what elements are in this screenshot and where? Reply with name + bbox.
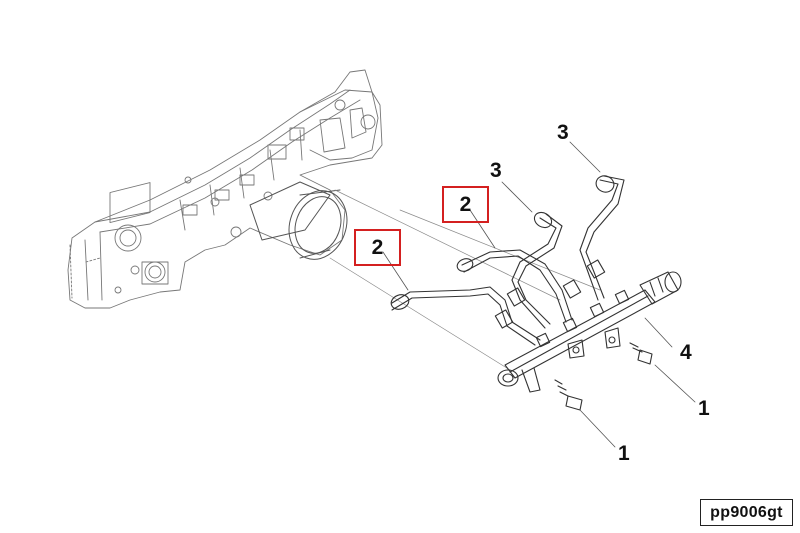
engine-block <box>67 69 383 309</box>
callout-fuel-line-left-text: 2 <box>371 235 384 259</box>
mounting-screws <box>554 342 653 411</box>
callout-fuel-line-right-text: 2 <box>459 192 472 216</box>
callout-screw-bottom: 1 <box>618 442 630 465</box>
alignment-lines <box>329 189 601 371</box>
callout-fuel-line-top-right: 3 <box>557 121 569 144</box>
callout-fuel-line-right: 2 <box>442 186 489 223</box>
callout-fuel-rail: 4 <box>680 341 692 364</box>
figure-id-label: pp9006gt <box>700 499 793 526</box>
callout-leaders <box>382 141 696 448</box>
callout-fuel-line-top-left: 3 <box>490 159 502 182</box>
drive-housing <box>249 181 348 260</box>
fuel-lines <box>390 175 625 346</box>
figure-id-text: pp9006gt <box>710 503 783 521</box>
fuel-rail <box>497 271 682 393</box>
callout-screw-right: 1 <box>698 397 710 420</box>
callout-fuel-line-left: 2 <box>354 229 401 266</box>
